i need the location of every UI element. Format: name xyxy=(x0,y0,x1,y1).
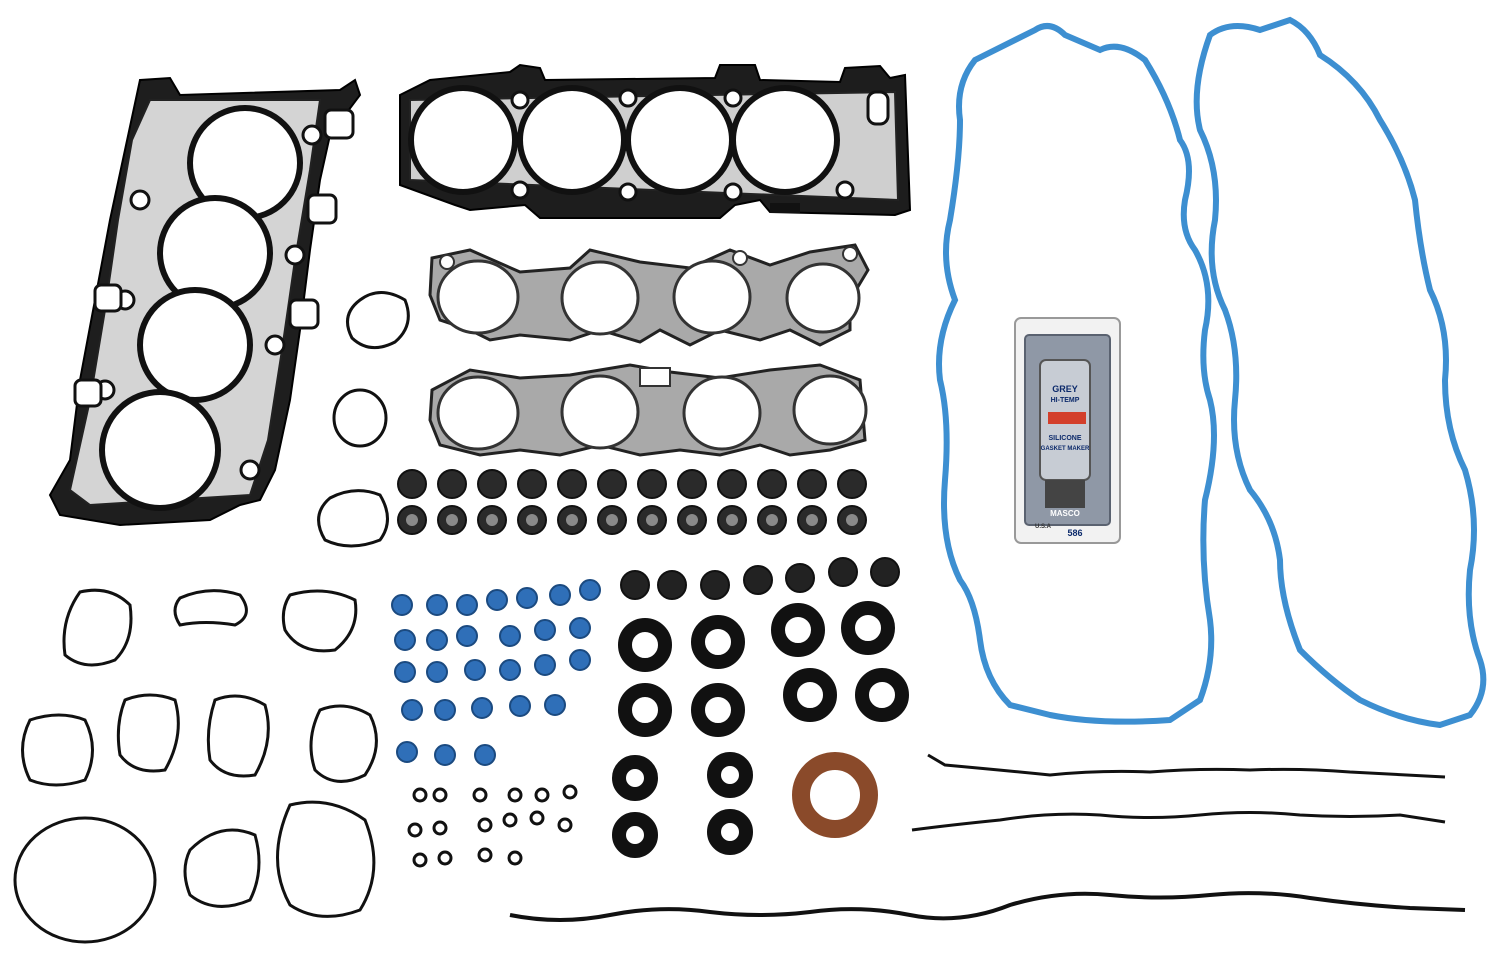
sealant-label-line-2: HI-TEMP xyxy=(1051,397,1080,404)
top-head-gasket xyxy=(399,63,912,219)
rubber-strip-gaskets xyxy=(509,753,1466,922)
valve-cover-gasket-left xyxy=(936,23,1217,725)
tiny-o-rings xyxy=(407,784,578,868)
sealant-tube-package: GREY HI-TEMP SILICONE GASKET MAKER MASCO… xyxy=(1014,317,1121,544)
small-gaskets-column xyxy=(317,291,410,548)
intake-gaskets-left xyxy=(13,588,378,944)
exhaust-manifold-gasket-upper xyxy=(428,243,870,347)
spark-plug-tube-seals xyxy=(612,557,909,858)
sealant-number: 586 xyxy=(1067,528,1082,538)
exhaust-manifold-gasket-lower xyxy=(428,363,868,457)
sealant-label-line-3: SILICONE xyxy=(1048,435,1081,442)
sealant-label-line-1: GREY xyxy=(1052,384,1078,394)
valve-cover-gasket-right xyxy=(1193,16,1487,729)
sealant-label-line-4: GASKET MAKER xyxy=(1041,446,1090,452)
sealant-brand: MASCO xyxy=(1050,509,1080,518)
blue-valve-seals xyxy=(391,579,601,766)
sealant-origin: U.S.A xyxy=(1035,524,1052,530)
front-crank-seal xyxy=(792,752,878,838)
left-head-gasket xyxy=(48,76,362,527)
valve-stem-seals xyxy=(397,469,867,535)
